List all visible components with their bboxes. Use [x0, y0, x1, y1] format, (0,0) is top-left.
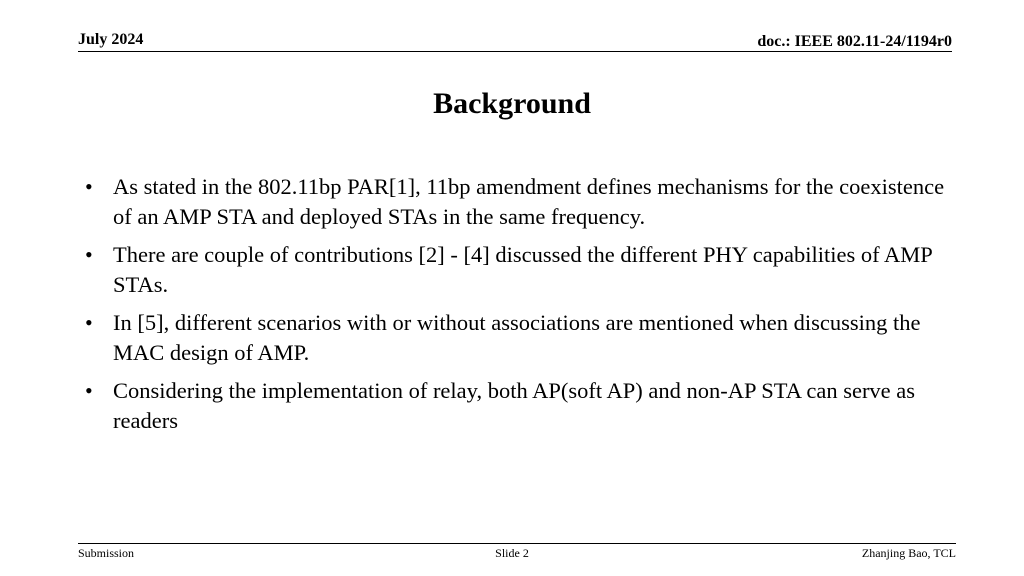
footer-author: Zhanjing Bao, TCL	[861, 546, 956, 560]
bullet-dot-icon: •	[85, 242, 93, 267]
bullet-dot-icon: •	[85, 310, 93, 335]
bullet-text: Considering the implementation of relay,…	[113, 378, 916, 433]
bullet-item: • Considering the implementation of rela…	[85, 376, 965, 436]
bullet-text: In [5], different scenarios with or with…	[113, 310, 921, 365]
header-doc-id: doc.: IEEE 802.11-24/1194r0	[757, 33, 952, 50]
bullet-text: As stated in the 802.11bp PAR[1], 11bp a…	[113, 174, 945, 229]
bullet-text: There are couple of contributions [2] - …	[113, 242, 932, 297]
bullet-item: • In [5], different scenarios with or wi…	[85, 308, 965, 368]
bullet-dot-icon: •	[85, 378, 93, 403]
footer-submission: Submission	[78, 546, 135, 560]
header-divider	[78, 51, 952, 52]
header-date: July 2024	[78, 31, 144, 48]
bullet-list: • As stated in the 802.11bp PAR[1], 11bp…	[85, 172, 965, 444]
bullet-dot-icon: •	[85, 174, 93, 199]
bullet-item: • There are couple of contributions [2] …	[85, 240, 965, 300]
footer-divider	[78, 543, 956, 544]
bullet-item: • As stated in the 802.11bp PAR[1], 11bp…	[85, 172, 965, 232]
slide-title: Background	[433, 87, 591, 120]
footer-slide-number: Slide 2	[495, 546, 529, 560]
